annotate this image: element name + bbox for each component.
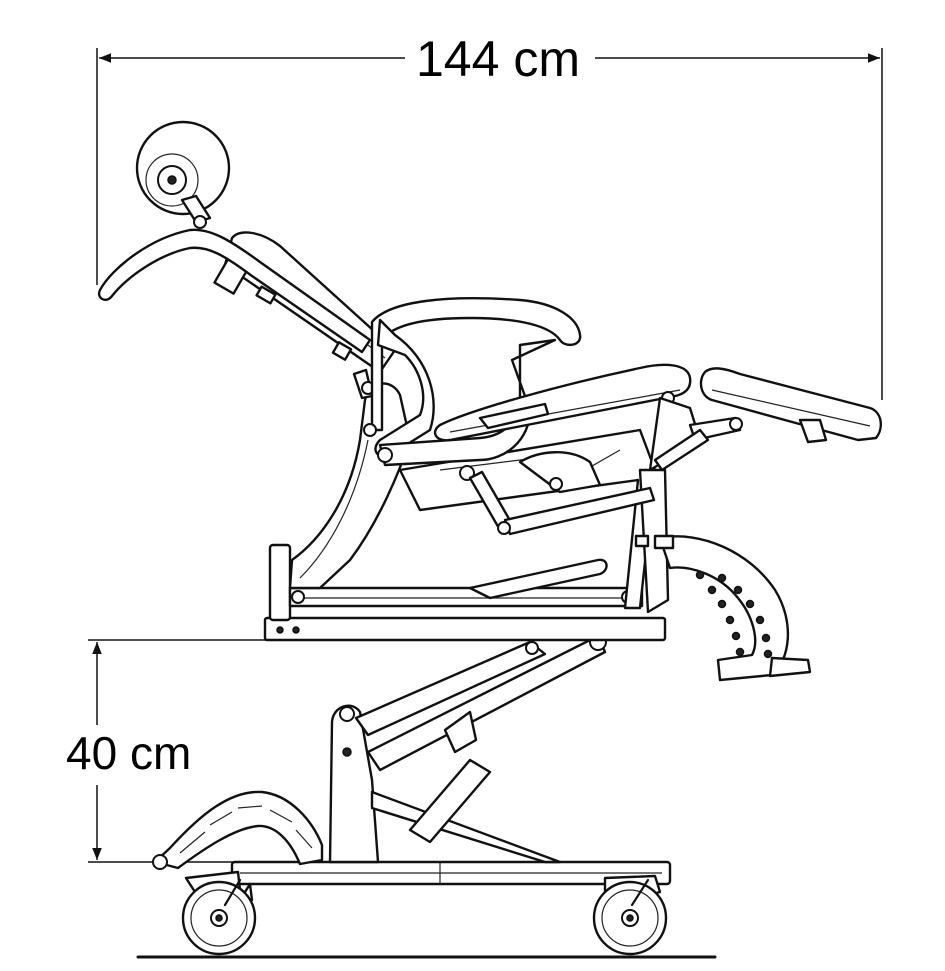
foot-pedal (152, 790, 324, 870)
backrest (97, 120, 397, 400)
armrest (363, 297, 582, 467)
leg-rest (653, 367, 882, 472)
lift-mechanism (328, 633, 607, 864)
side-frame (288, 382, 670, 614)
rear-wheel (181, 878, 257, 956)
seat-cushion (433, 363, 702, 472)
length-dimension (96, 48, 883, 400)
footrest-bracket (653, 534, 812, 682)
overall-length-label: 144 cm (408, 34, 588, 84)
seat-height-label: 40 cm (62, 730, 196, 776)
front-wheel (592, 878, 668, 956)
seat-base-tray (263, 543, 667, 642)
gas-spring (468, 470, 656, 536)
